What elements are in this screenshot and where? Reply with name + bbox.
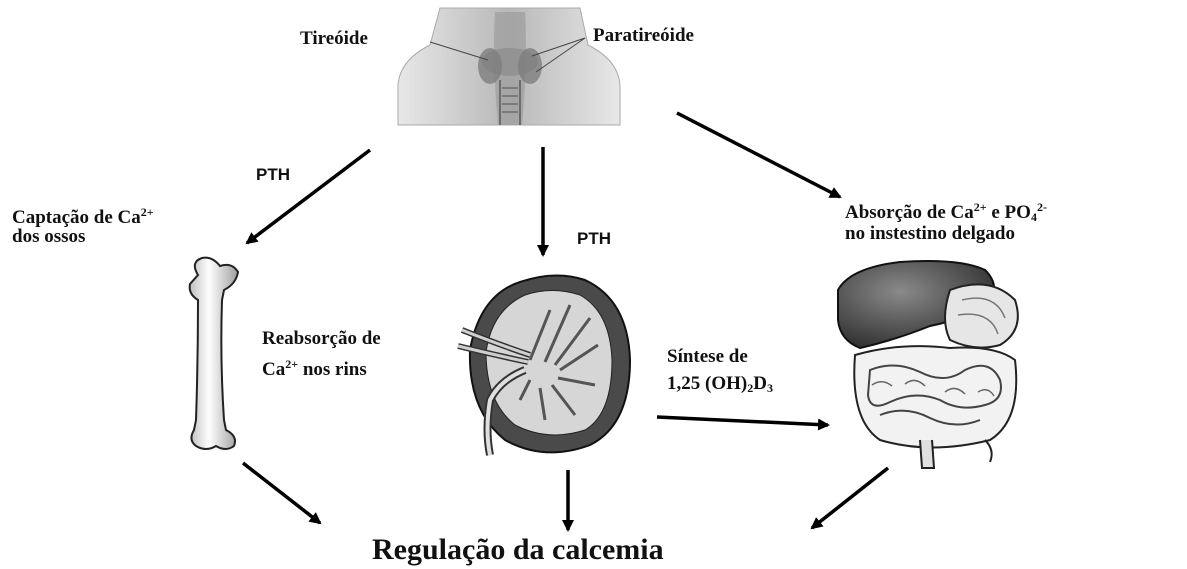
- kidney-illustration: [458, 275, 630, 455]
- label-sintese-line2: 1,25 (OH)2D3: [667, 372, 773, 400]
- digestive-system-illustration: [838, 261, 1018, 468]
- arrow-intestine-to-regulacao: [812, 468, 888, 528]
- label-reabsorcao-line1: Reabsorção de: [262, 327, 381, 351]
- label-pth-center: PTH: [577, 227, 611, 251]
- label-paratireoide: Paratireóide: [593, 24, 694, 48]
- label-regulacao-da-calcemia: Regulação da calcemia: [372, 533, 664, 567]
- bone-illustration: [190, 258, 238, 449]
- label-absorcao-line2: no instestino delgado: [845, 222, 1015, 246]
- label-reabsorcao-line2: Ca2+ nos rins: [262, 352, 367, 382]
- arrow-bone-to-regulacao: [243, 463, 320, 523]
- neck-thyroid-illustration: [398, 8, 620, 125]
- label-sintese-line1: Síntese de: [667, 345, 748, 369]
- label-pth-left: PTH: [256, 163, 290, 187]
- label-captacao-line2: dos ossos: [12, 225, 85, 249]
- arrow-kidney-to-intestine: [657, 417, 828, 425]
- arrow-thyroid-to-intestine: [677, 113, 840, 197]
- label-tireoide: Tireóide: [300, 27, 368, 51]
